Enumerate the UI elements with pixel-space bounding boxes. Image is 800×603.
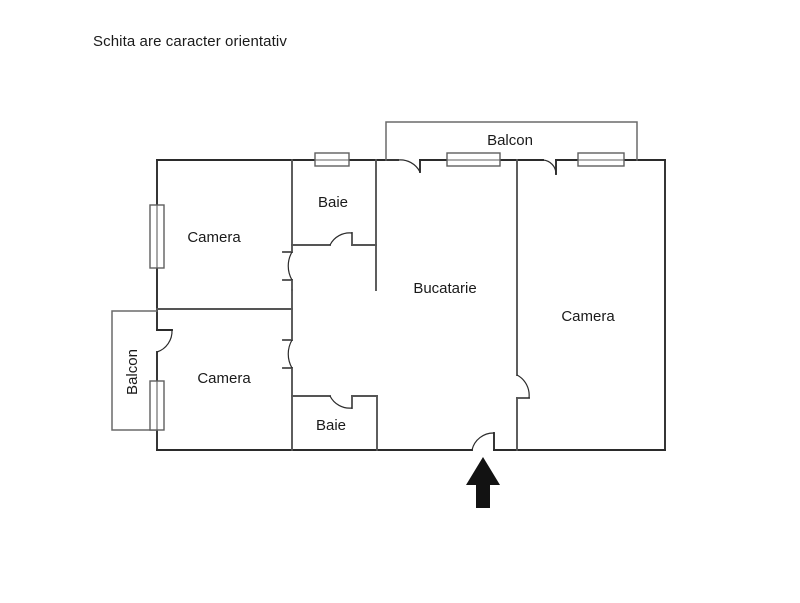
door-camera-right-hall bbox=[516, 374, 530, 399]
room-label-bucatarie: Bucatarie bbox=[413, 280, 476, 297]
room-label-baie-bottom: Baie bbox=[316, 417, 346, 434]
interior-walls bbox=[156, 159, 518, 451]
door-camera-top-left-hall-arc bbox=[287, 251, 293, 281]
door-camera-right-balcon bbox=[542, 159, 557, 175]
door-balcon-left-arc bbox=[156, 329, 173, 353]
door-bucatarie-balcon-arc bbox=[397, 159, 421, 173]
door-camera-right-balcon-arc bbox=[542, 159, 557, 175]
balcon-left-walls bbox=[111, 310, 158, 431]
window-camera-top-left bbox=[149, 204, 165, 269]
door-entrance bbox=[471, 432, 495, 451]
outer-walls bbox=[156, 159, 666, 451]
door-camera-bottom-left-hall bbox=[287, 339, 293, 369]
door-baie-bottom-arc bbox=[329, 395, 353, 409]
door-camera-bottom-left-hall-arc bbox=[287, 339, 293, 369]
room-label-balcon-top: Balcon bbox=[487, 132, 533, 149]
page-title: Schita are caracter orientativ bbox=[93, 33, 287, 50]
door-bucatarie-balcon bbox=[397, 159, 421, 173]
room-label-baie-top: Baie bbox=[318, 194, 348, 211]
door-baie-top bbox=[329, 232, 353, 246]
balcon-top-walls bbox=[385, 121, 638, 161]
windows bbox=[149, 152, 625, 431]
room-label-camera-right: Camera bbox=[561, 308, 615, 325]
door-camera-right-hall-arc bbox=[516, 374, 530, 399]
balcon-top-outline bbox=[385, 121, 638, 161]
room-label-camera-bottom-left: Camera bbox=[197, 370, 251, 387]
window-camera-bottom-left bbox=[149, 380, 165, 431]
doors bbox=[156, 159, 557, 451]
window-baie-top bbox=[314, 152, 350, 167]
window-bucatarie bbox=[446, 152, 501, 167]
door-baie-bottom bbox=[329, 395, 353, 409]
entrance-arrow bbox=[466, 457, 500, 508]
room-labels: Camera Camera Baie Baie Bucatarie Camera… bbox=[124, 132, 615, 434]
door-baie-top-arc bbox=[329, 232, 353, 246]
door-balcon-left bbox=[156, 329, 173, 353]
room-label-camera-top-left: Camera bbox=[187, 229, 241, 246]
room-label-balcon-left: Balcon bbox=[124, 349, 141, 395]
window-camera-right bbox=[577, 152, 625, 167]
balcon-left-outline bbox=[111, 310, 158, 431]
door-entrance-arc bbox=[471, 432, 495, 451]
door-camera-top-left-hall bbox=[287, 251, 293, 281]
